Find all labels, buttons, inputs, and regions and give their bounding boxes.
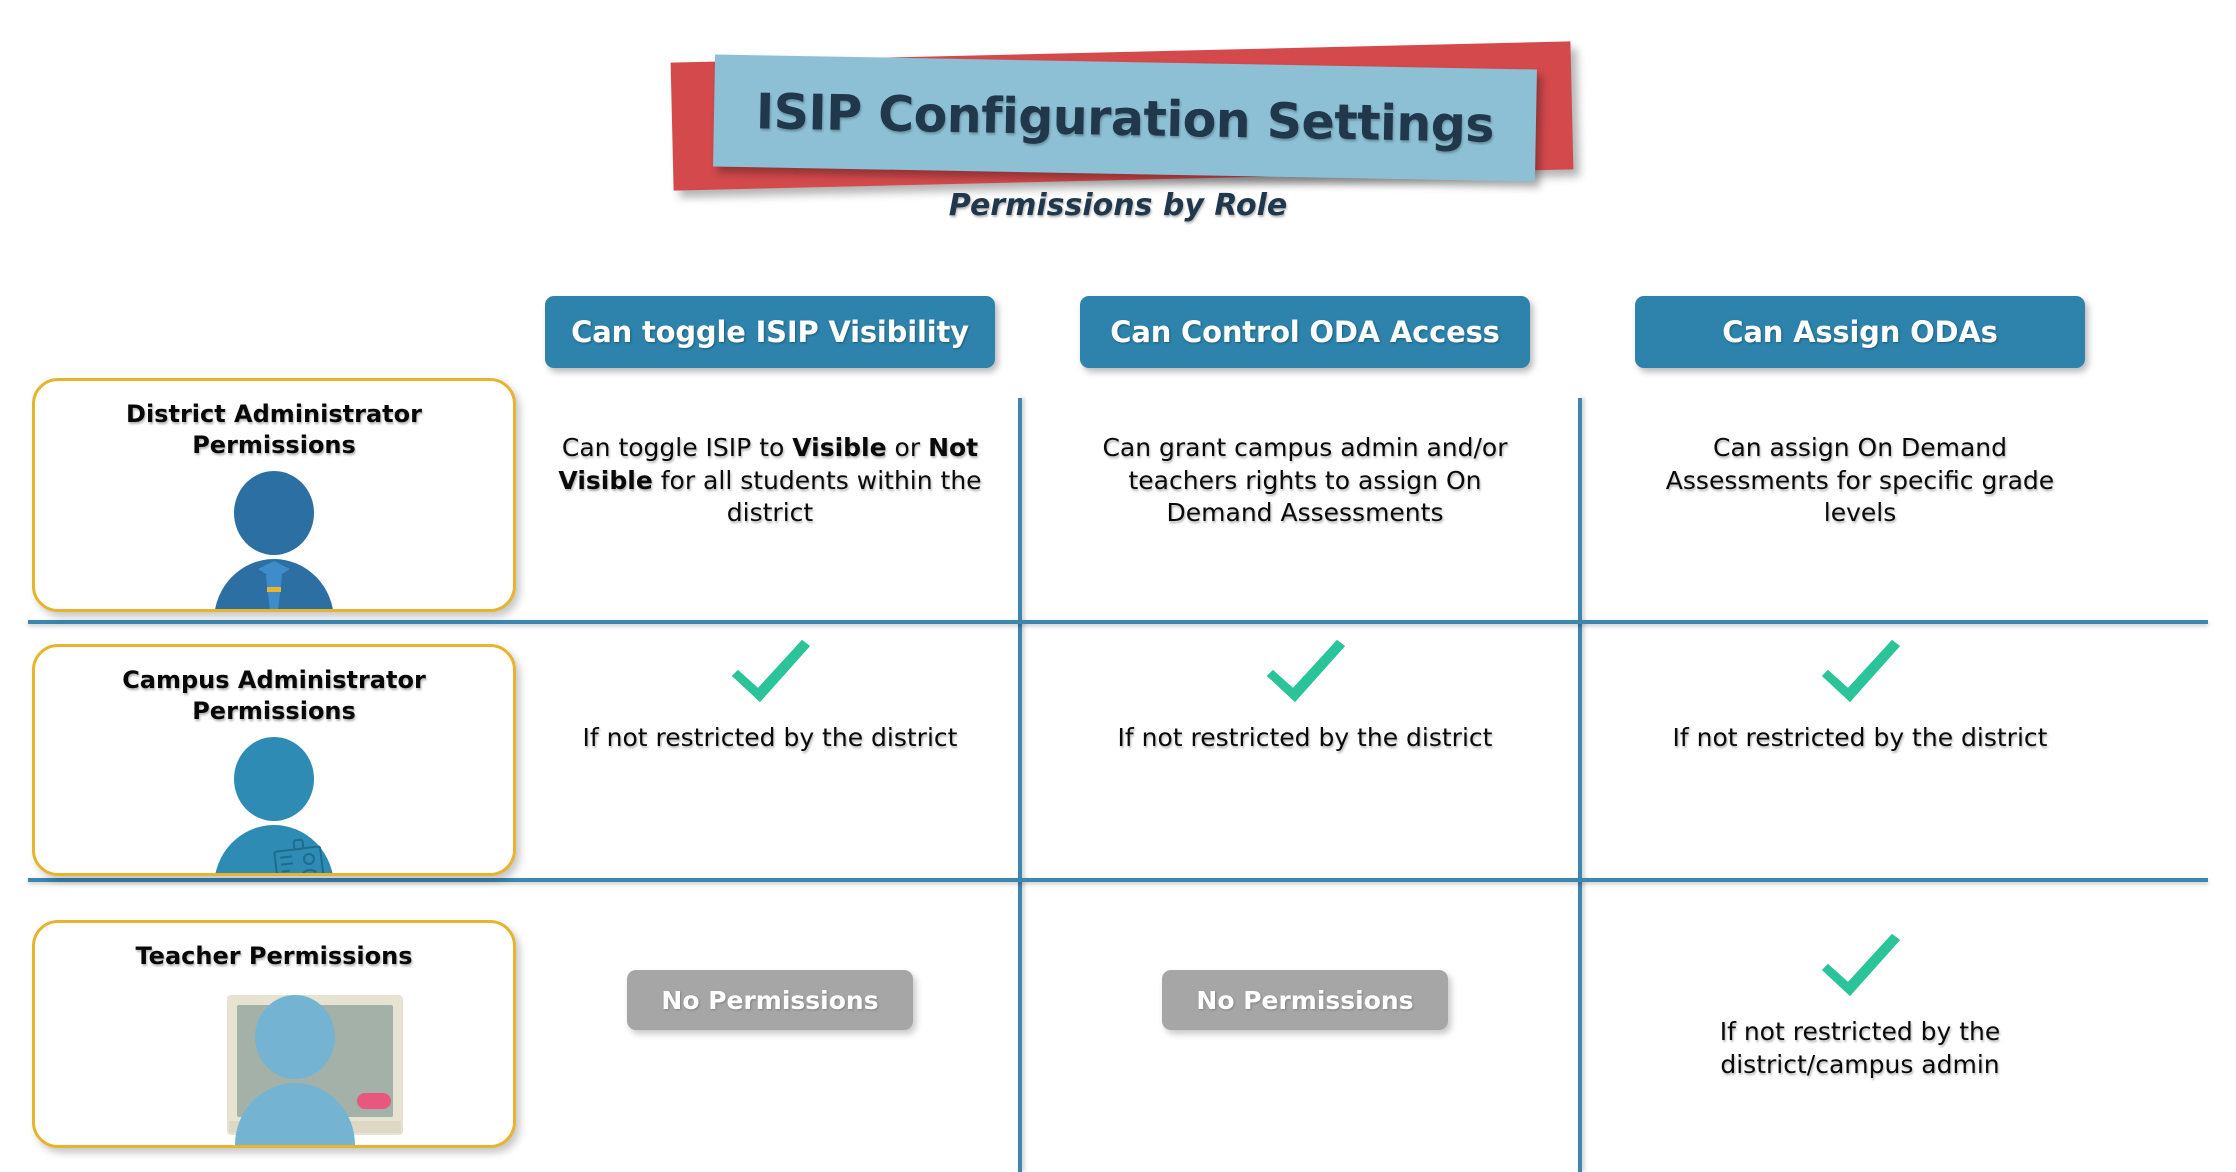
- role-label-line1: Campus Administrator: [122, 666, 426, 694]
- checkmark-icon: [1267, 640, 1345, 702]
- role-card-label: Teacher Permissions: [35, 941, 513, 972]
- column-header-oda-access[interactable]: Can Control ODA Access: [1080, 296, 1530, 368]
- row-divider-2: [28, 878, 2208, 882]
- cell-campus-isip-visibility: If not restricted by the district: [545, 628, 995, 755]
- page-subtitle: Permissions by Role: [948, 188, 1288, 223]
- cell-district-assign-odas: Can assign On Demand Assessments for spe…: [1635, 432, 2085, 530]
- checkmark-icon: [732, 640, 810, 702]
- cell-teacher-assign-odas: If not restricted by the district/campus…: [1635, 922, 2085, 1081]
- cell-text: If not restricted by the district: [1117, 723, 1493, 752]
- title-banner: ISIP Configuration Settings: [713, 54, 1537, 182]
- cell-campus-oda-access: If not restricted by the district: [1080, 628, 1530, 755]
- role-label-line2: Permissions: [192, 430, 356, 459]
- no-permissions-badge[interactable]: No Permissions: [627, 970, 913, 1030]
- cell-text: If not restricted by the district/campus…: [1719, 1017, 2001, 1079]
- cell-text: If not restricted by the district: [1672, 723, 2048, 752]
- role-card-label: Campus Administrator Permissions: [35, 665, 513, 726]
- column-header-label: Can Assign ODAs: [1722, 315, 1998, 349]
- check-icon-wrap: [1635, 628, 2085, 716]
- column-divider-1: [1018, 398, 1022, 1172]
- cell-teacher-oda-access: No Permissions: [1080, 970, 1530, 1030]
- check-icon-wrap: [545, 628, 995, 716]
- district-admin-avatar-icon: [215, 471, 333, 609]
- checkmark-icon: [1822, 640, 1900, 702]
- check-icon-wrap: [1080, 628, 1530, 716]
- role-card-district-administrator[interactable]: District Administrator Permissions: [32, 378, 516, 612]
- column-header-isip-visibility[interactable]: Can toggle ISIP Visibility: [545, 296, 995, 368]
- column-divider-2: [1578, 398, 1582, 1172]
- cell-text: If not restricted by the district: [582, 723, 958, 752]
- row-divider-1: [28, 620, 2208, 624]
- column-header-label: Can Control ODA Access: [1110, 315, 1500, 349]
- role-label-line1: Teacher Permissions: [135, 942, 413, 970]
- cell-district-oda-access: Can grant campus admin and/or teachers r…: [1080, 432, 1530, 530]
- column-header-assign-odas[interactable]: Can Assign ODAs: [1635, 296, 2085, 368]
- role-label-line1: District Administrator: [126, 400, 422, 428]
- teacher-avatar-icon: [235, 995, 355, 1145]
- role-card-teacher[interactable]: Teacher Permissions: [32, 920, 516, 1148]
- cell-text: Can grant campus admin and/or teachers r…: [1102, 433, 1508, 527]
- campus-admin-avatar-icon: [215, 737, 333, 873]
- role-card-campus-administrator[interactable]: Campus Administrator Permissions: [32, 644, 516, 876]
- no-permissions-badge[interactable]: No Permissions: [1162, 970, 1448, 1030]
- cell-district-isip-visibility: Can toggle ISIP to Visible or Not Visibl…: [545, 432, 995, 530]
- role-label-line2: Permissions: [192, 696, 356, 725]
- cell-text: Can assign On Demand Assessments for spe…: [1665, 433, 2055, 527]
- cell-teacher-isip-visibility: No Permissions: [545, 970, 995, 1030]
- cell-text: Can toggle ISIP to Visible or Not Visibl…: [558, 433, 982, 527]
- column-header-label: Can toggle ISIP Visibility: [571, 315, 969, 349]
- title-area: ISIP Configuration Settings Permissions …: [0, 0, 2236, 250]
- page-title: ISIP Configuration Settings: [755, 82, 1495, 154]
- check-icon-wrap: [1635, 922, 2085, 1010]
- role-card-label: District Administrator Permissions: [35, 399, 513, 460]
- checkmark-icon: [1822, 934, 1900, 996]
- cell-campus-assign-odas: If not restricted by the district: [1635, 628, 2085, 755]
